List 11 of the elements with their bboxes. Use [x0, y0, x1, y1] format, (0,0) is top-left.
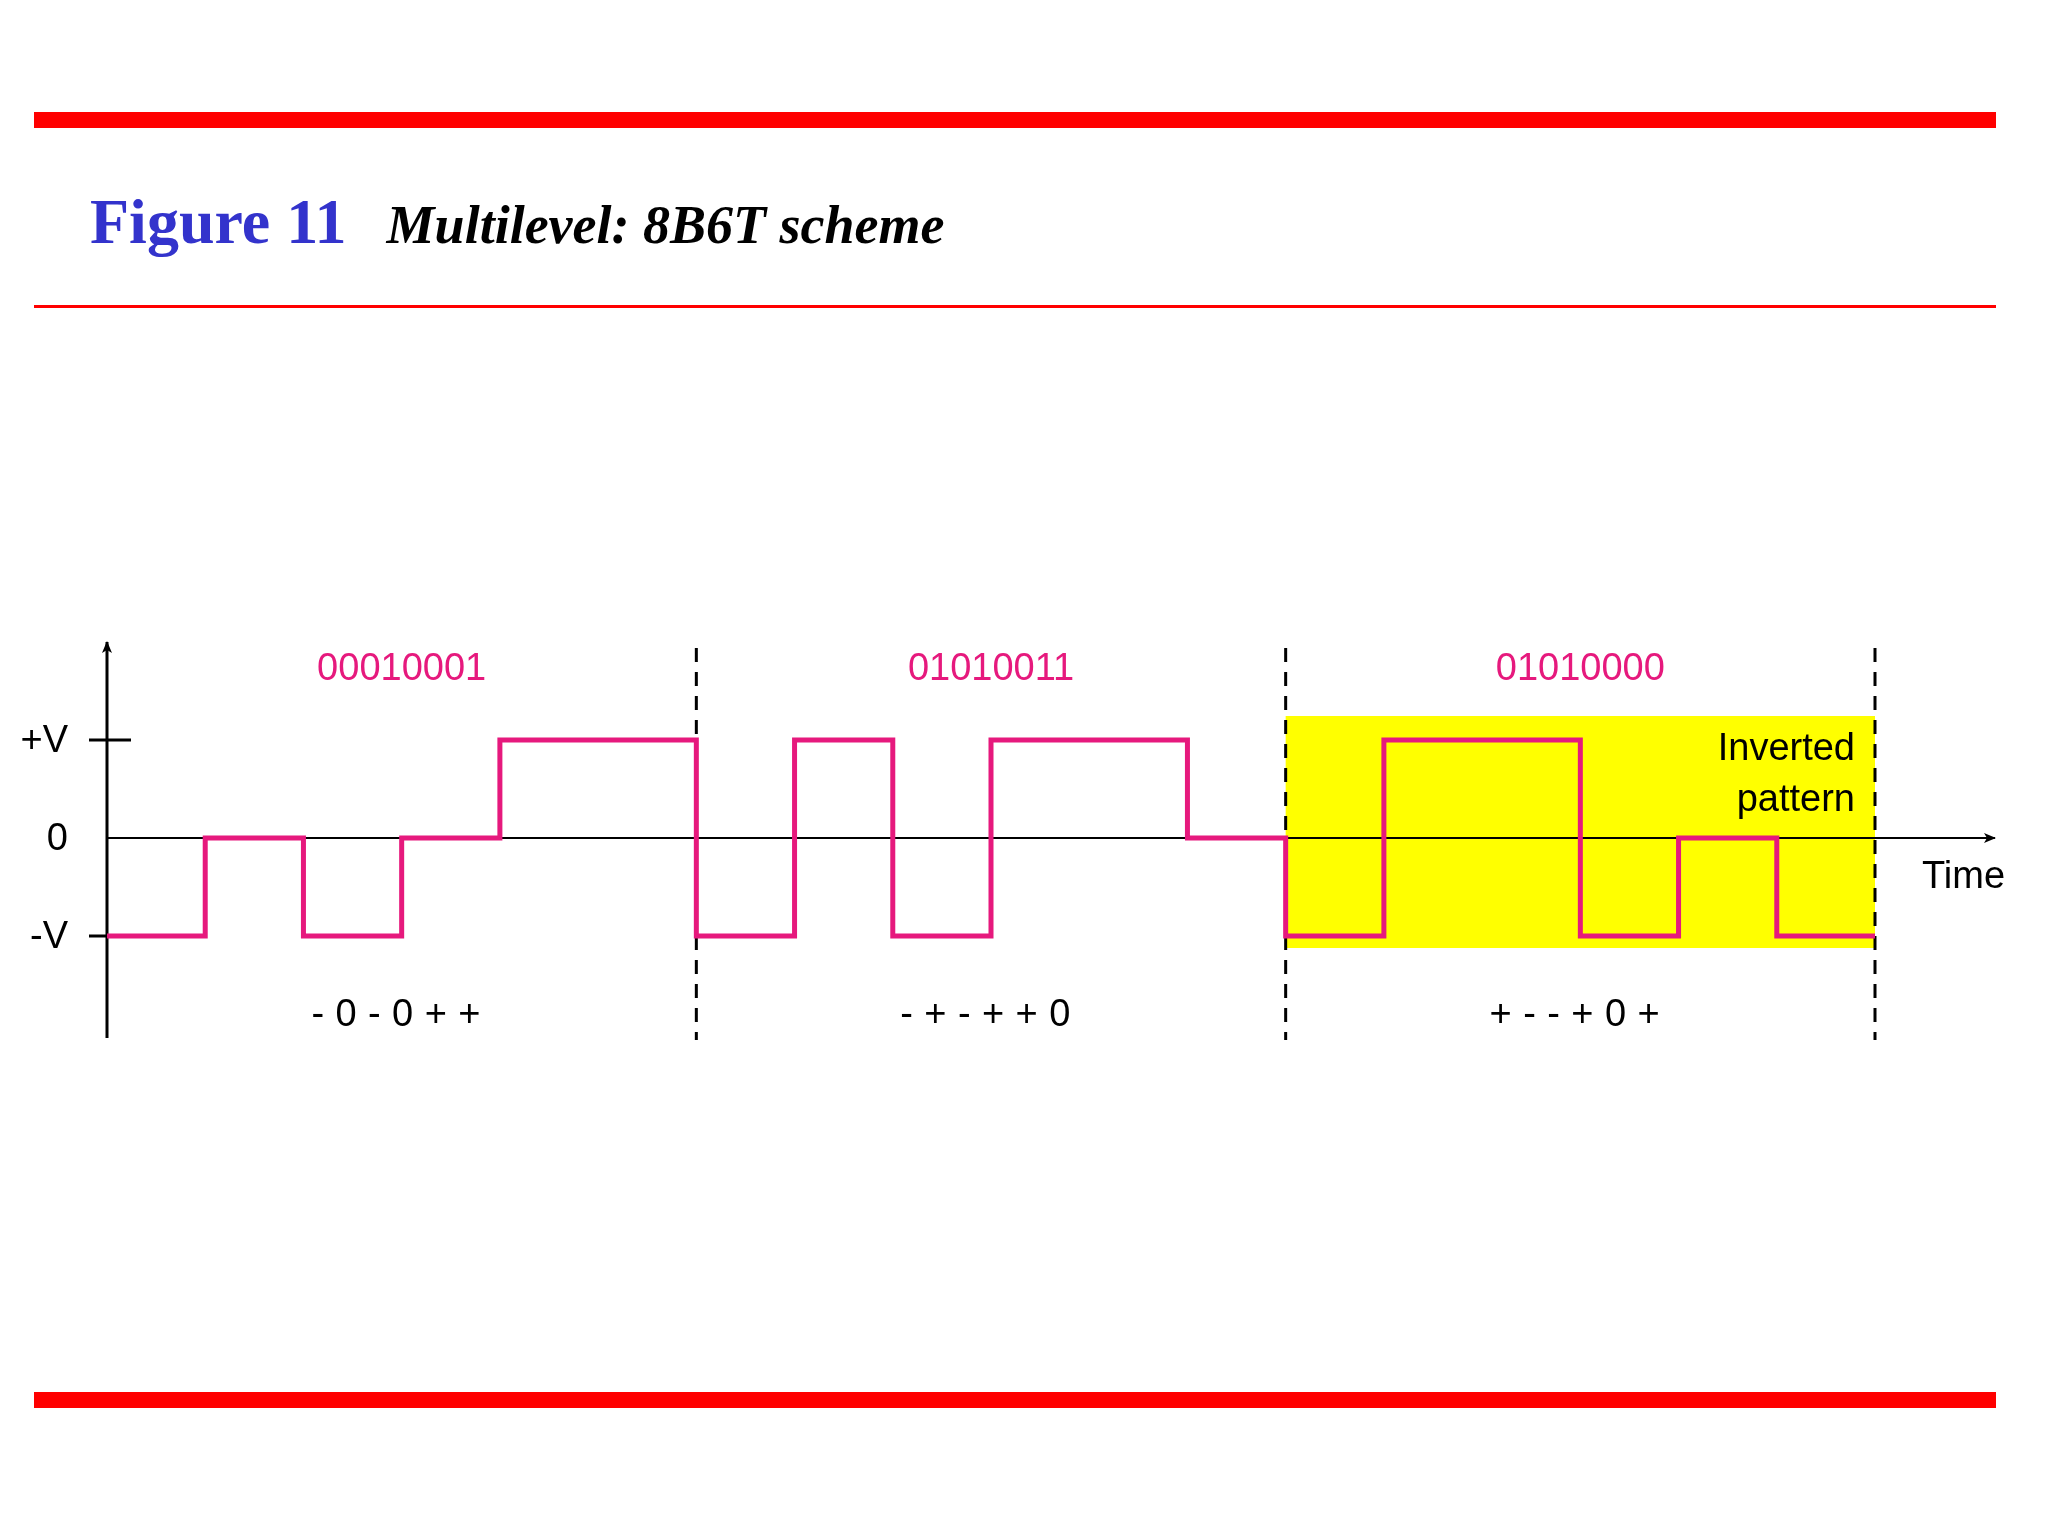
tick-label: +V — [20, 720, 68, 758]
byte-label: 01010011 — [907, 648, 1075, 686]
axis-label: Time — [1922, 856, 2006, 894]
code-label: -+-++0 — [900, 994, 1082, 1032]
note-text: Inverted pattern — [1716, 725, 1855, 822]
byte-label: 00010001 — [317, 648, 487, 686]
code-label: +--+0+ — [1489, 994, 1672, 1032]
code-label: -0-0++ — [311, 994, 492, 1032]
tick-label: -V — [30, 916, 68, 954]
tick-label: 0 — [46, 818, 68, 856]
byte-label: 01010000 — [1495, 648, 1665, 686]
